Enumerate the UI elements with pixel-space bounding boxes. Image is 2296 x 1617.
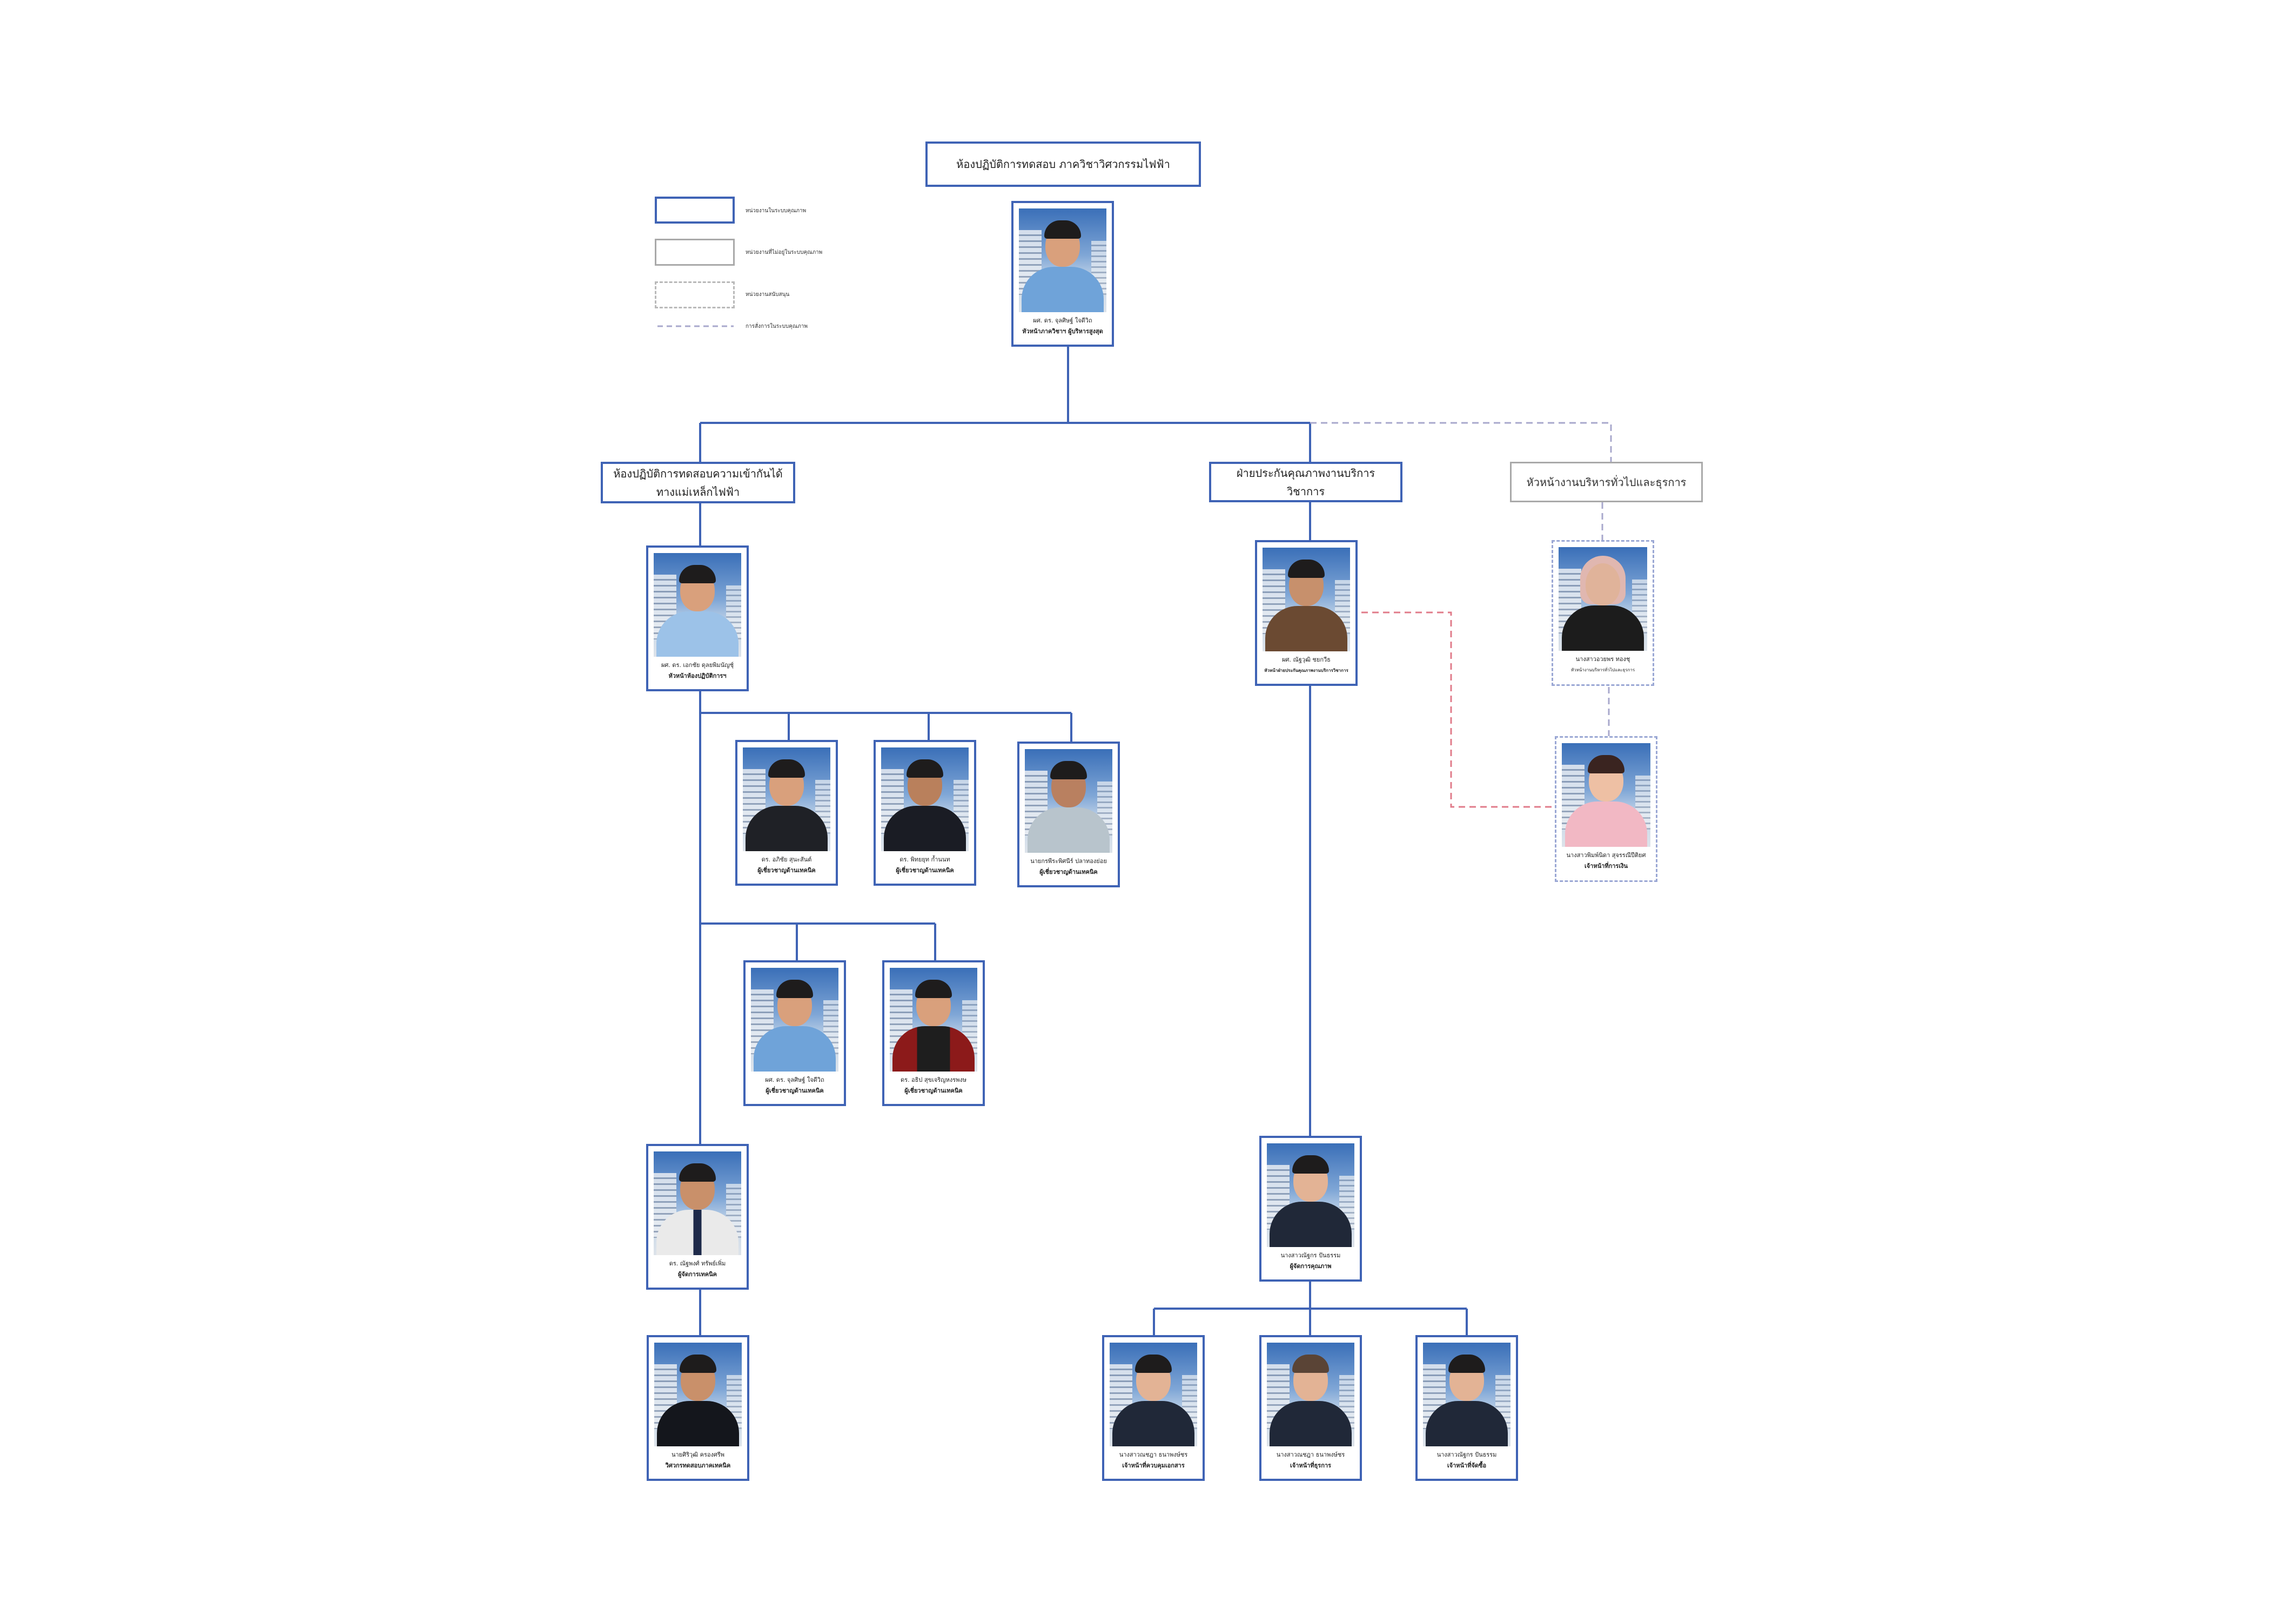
portrait-photo [1019,208,1106,312]
qa-unit-box: ฝ่ายประกันคุณภาพงานบริการวิชาการ [1209,462,1402,502]
person-role: หัวหน้าภาควิชาฯ ผู้บริหารสูงสุด [1022,328,1103,335]
person-card-tech5: ดร. อธิป สุขเจริญหงรพงษ ผู้เชี่ยวชาญด้าน… [882,960,985,1106]
portrait-photo [1267,1343,1354,1446]
person-role: ผู้เชี่ยวชาญด้านเทคนิค [1039,868,1098,875]
person-name: นายศิริวุฒิ ครองศรีพ [671,1451,725,1458]
person-role: เจ้าหน้าที่ควบคุมเอกสาร [1122,1462,1185,1469]
portrait-photo [1562,743,1650,847]
person-role: หัวหน้างานบริหารทั่วไปและธุรการ [1570,668,1635,672]
person-card-tech-manager: ดร. ณัฐพงศ์ ทรัพย์เพิ่ม ผู้จัดการเทคนิค [646,1144,749,1290]
person-card-tech2: ดร. พิทยยุท ก้ำนนท ผู้เชี่ยวชาญด้านเทคนิ… [874,740,976,886]
person-role: ผู้จัดการคุณภาพ [1290,1263,1332,1270]
portrait-photo [1025,749,1112,853]
legend-swatch-support-unit [655,281,735,308]
person-name: ดร. อภิชัย สุนะสันต์ [761,856,812,863]
admin-unit-box: หัวหน้างานบริหารทั่วไปและธุรการ [1510,462,1703,502]
person-role: เจ้าหน้าที่ธุรการ [1290,1462,1331,1469]
person-card-qa-head: ผศ. ณัฐวุฒิ ชยกวีธ หัวหน้าฝ่ายประกันคุณภ… [1255,540,1358,686]
person-name: นางสาวณชฎา ธนาพงษ์ชร [1276,1451,1345,1458]
legend-label-command-line: การสั่งการในระบบคุณภาพ [746,324,808,329]
person-card-purchasing: นางสาวณัฐกร ปันธรรม เจ้าหน้าที่จัดซื้อ [1415,1335,1518,1481]
portrait-photo [881,747,969,851]
person-name: นางสาวพิมพ์นิดา สุจรรณีปีติยศ [1566,852,1646,859]
person-card-tech4: ผศ. ดร. จุลศิษฐ์ ใจดีวิถ ผู้เชี่ยวชาญด้า… [743,960,846,1106]
person-name: นายกรพีระพิศนีร์ ปลาทองย่อย [1030,858,1107,865]
legend-label-support-unit: หน่วยงานสนับสนุน [746,292,790,298]
person-name: ผศ. ดร. เอกชัย ดุลยพิมนัญชุ์ [661,662,734,669]
person-card-quality-manager: นางสาวณัฐกร ปันธรรม ผู้จัดการคุณภาพ [1259,1136,1362,1282]
person-name: ผศ. ดร. จุลศิษฐ์ ใจดีวิถ [1033,317,1092,324]
person-role: เจ้าหน้าที่การเงิน [1585,863,1628,870]
portrait-photo [1263,548,1350,651]
portrait-photo [751,968,838,1072]
person-name: นางสาวณัฐกร ปันธรรม [1280,1252,1341,1259]
person-name: ดร. พิทยยุท ก้ำนนท [899,856,950,863]
legend-label-quality-unit: หน่วยงานในระบบคุณภาพ [746,208,807,214]
portrait-photo [1559,547,1647,651]
portrait-photo [1423,1343,1510,1446]
top-lab-title-box: ห้องปฏิบัติการทดสอบ ภาควิชาวิศวกรรมไฟฟ้า [925,142,1201,187]
emc-lab-unit-box: ห้องปฏิบัติการทดสอบความเข้ากันได้ทางแม่เ… [601,462,795,503]
person-card-tech3: นายกรพีระพิศนีร์ ปลาทองย่อย ผู้เชี่ยวชาญ… [1017,742,1120,887]
person-card-admin-head: นางสาวอวยพร ทองชุ หัวหน้างานบริหารทั่วไป… [1552,540,1654,686]
person-card-tech1: ดร. อภิชัย สุนะสันต์ ผู้เชี่ยวชาญด้านเทค… [735,740,838,886]
portrait-photo [890,968,977,1072]
person-role: วิศวกรทดสอบภาคเทคนิค [665,1462,731,1469]
person-role: ผู้เชี่ยวชาญด้านเทคนิค [904,1087,963,1094]
person-name: นางสาวณชฎา ธนาพงษ์ชร [1119,1451,1188,1458]
person-card-lab-head: ผศ. ดร. เอกชัย ดุลยพิมนัญชุ์ หัวหน้าห้อง… [646,545,749,691]
legend-label-non-quality-unit: หน่วยงานที่ไม่อยู่ในระบบคุณภาพ [746,250,823,255]
person-role: ผู้เชี่ยวชาญด้านเทคนิค [766,1087,824,1094]
person-card-test-engineer: นายศิริวุฒิ ครองศรีพ วิศวกรทดสอบภาคเทคนิ… [647,1335,749,1481]
legend-swatch-non-quality-unit [655,239,735,266]
person-role: ผู้เชี่ยวชาญด้านเทคนิค [896,867,954,874]
person-role: หัวหน้าห้องปฏิบัติการฯ [668,672,727,679]
portrait-photo [654,553,741,657]
portrait-photo [654,1151,741,1255]
portrait-photo [654,1343,742,1446]
person-name: นางสาวณัฐกร ปันธรรม [1436,1451,1497,1458]
person-role: ผู้จัดการเทคนิค [677,1271,717,1278]
person-card-procurement: นางสาวณชฎา ธนาพงษ์ชร เจ้าหน้าที่ธุรการ [1259,1335,1362,1481]
portrait-photo [1110,1343,1197,1446]
person-card-top-head: ผศ. ดร. จุลศิษฐ์ ใจดีวิถ หัวหน้าภาควิชาฯ… [1011,201,1114,347]
person-role: ผู้เชี่ยวชาญด้านเทคนิค [757,867,816,874]
person-name: นางสาวอวยพร ทองชุ [1575,656,1630,663]
legend-swatch-quality-unit [655,197,735,224]
portrait-photo [743,747,830,851]
portrait-photo [1267,1143,1354,1247]
person-name: ดร. อธิป สุขเจริญหงรพงษ [901,1076,966,1083]
person-role: เจ้าหน้าที่จัดซื้อ [1447,1462,1487,1469]
person-role: หัวหน้าฝ่ายประกันคุณภาพงานบริการวิชาการ [1264,668,1348,673]
person-card-doc-control: นางสาวณชฎา ธนาพงษ์ชร เจ้าหน้าที่ควบคุมเอ… [1102,1335,1205,1481]
person-card-finance: นางสาวพิมพ์นิดา สุจรรณีปีติยศ เจ้าหน้าที… [1555,736,1657,882]
person-name: ผศ. ณัฐวุฒิ ชยกวีธ [1282,656,1331,663]
person-name: ผศ. ดร. จุลศิษฐ์ ใจดีวิถ [765,1076,824,1083]
person-name: ดร. ณัฐพงศ์ ทรัพย์เพิ่ม [669,1260,726,1267]
